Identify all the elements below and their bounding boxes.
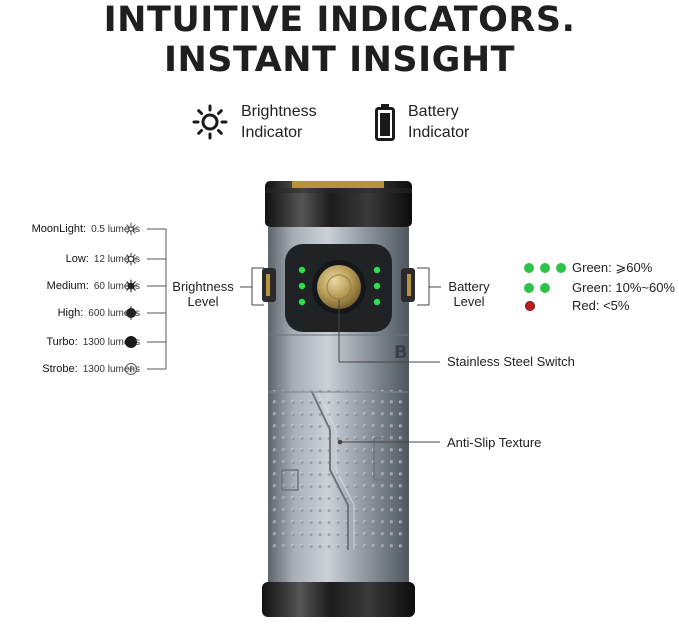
brightness-legend-line-2: Indicator [241,124,303,141]
battery-status-legend: Green: ⩾60% Green: 10%~60% Red: <5% [520,258,675,318]
switch-label: Stainless Steel Switch [447,354,575,369]
mode-name: Turbo [46,336,75,348]
filled-circle-icon [124,306,138,320]
mode-value: 600 lumens [88,307,140,319]
sun-small-icon [124,252,138,266]
battery-legend-line-1: Battery [408,103,459,120]
status-dot-green [524,263,534,273]
mode-name: High [57,307,81,319]
mode-value: 0.5 lumens [91,223,140,235]
sun-faint-icon [124,222,138,236]
battery-status-low: Red: <5% [572,298,630,313]
brightness-level-line-2: Level [187,294,219,309]
circle-plus-icon [125,363,137,375]
bezel-ring [292,181,384,188]
page-title-line-1: INTUITIVE INDICATORS. [103,0,576,40]
brightness-mode-bracket [147,228,167,370]
battery-status-high: Green: ⩾60% [572,260,653,275]
battery-indicator-legend: Battery Indicator [372,100,502,146]
filled-circle-large-icon [125,336,137,348]
mode-row-high: High: 600 lumens [57,307,140,319]
mode-value: 1300 lumens [82,336,140,348]
battery-legend-line-2: Indicator [408,124,470,141]
status-dot-green [556,263,566,273]
mode-name: Medium [46,280,86,292]
switch-callout-line [338,300,440,363]
battery-icon [375,104,395,141]
texture-label: Anti-Slip Texture [447,435,542,450]
brightness-legend-line-1: Brightness [241,103,317,120]
mode-row-turbo: Turbo: 1300 lumens [46,336,140,348]
sun-medium-icon [124,279,138,293]
mode-value: 1300 lumens [82,363,140,375]
stainless-steel-switch [317,265,361,309]
tail-cap [262,582,415,617]
sun-icon [192,104,228,140]
status-dot-green [540,283,550,293]
battery-level-line-2: Level [453,294,485,309]
brightness-indicator-legend: Brightness Indicator [190,100,340,146]
mode-row-medium: Medium: 60 lumens [46,280,140,292]
mode-value: 60 lumens [93,280,140,292]
mode-name: MoonLight [31,223,84,235]
brightness-level-label: Brightness Level [168,279,238,309]
mode-name: Low [65,253,86,265]
battery-level-line-1: Battery [448,279,490,294]
brightness-level-bracket [240,267,264,306]
engraving-text: B [394,342,408,363]
page-title-line-2: INSTANT INSIGHT [163,40,516,80]
brightness-level-line-1: Brightness [172,279,234,294]
battery-status-mid: Green: 10%~60% [572,280,675,295]
mode-name: Strobe [42,363,75,375]
texture-callout-line [337,439,440,445]
mode-row-moonlight: MoonLight: 0.5 lumens [31,223,140,235]
mode-value: 12 lumens [93,253,140,265]
mode-row-strobe: Strobe: 1300 lumens [42,363,140,375]
status-dot-red [525,301,535,311]
status-dot-green [524,283,534,293]
mode-row-low: Low: 12 lumens [65,253,140,265]
status-dot-green [540,263,550,273]
battery-level-label: Battery Level [441,279,497,309]
battery-level-bracket [417,267,441,306]
